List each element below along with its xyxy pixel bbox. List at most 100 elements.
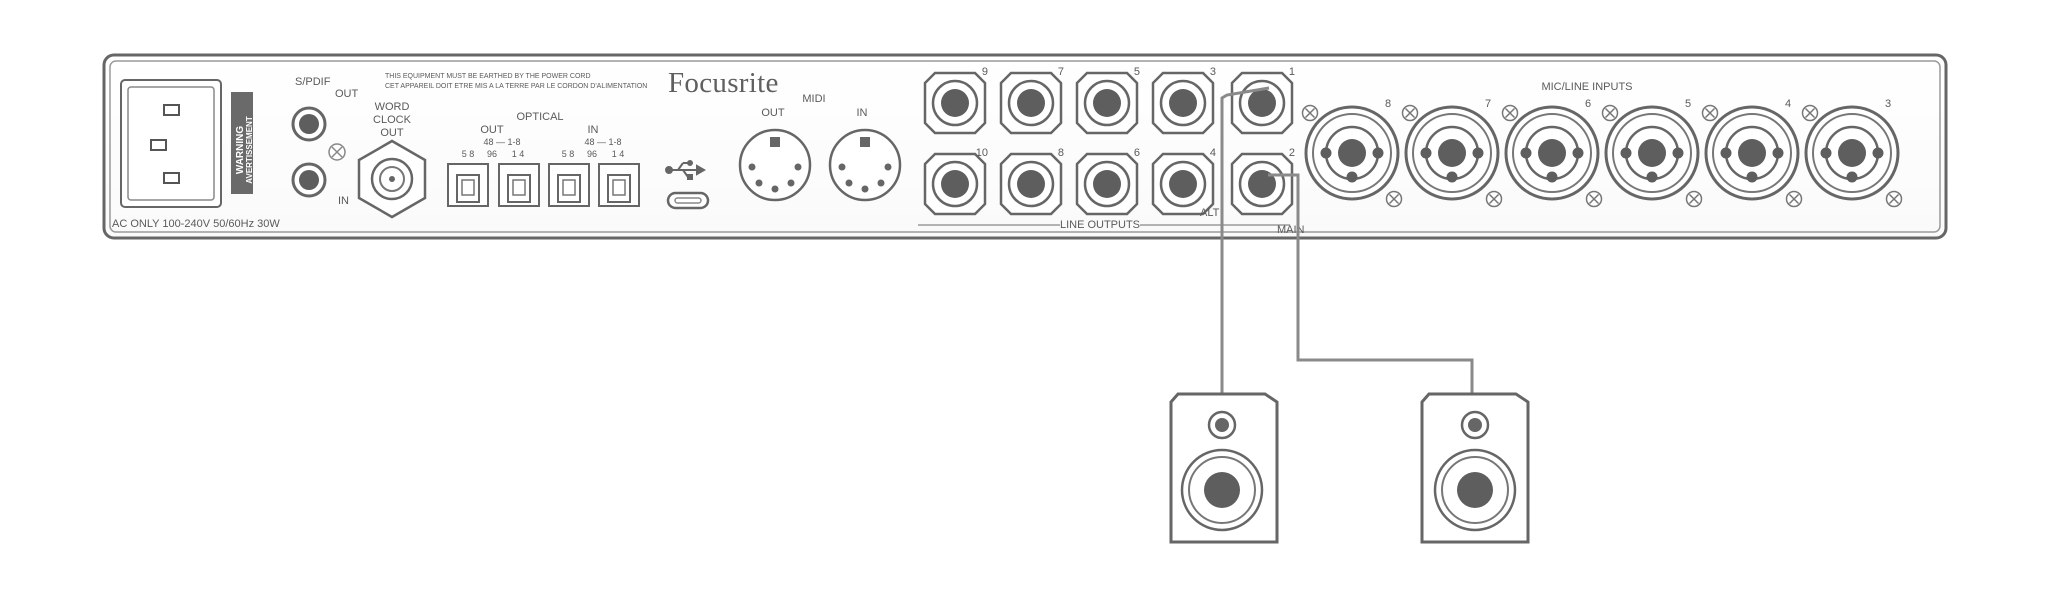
optical-in-port-b[interactable] (598, 163, 640, 207)
line-output-jack-6[interactable] (1075, 152, 1139, 216)
line-output-jack-1[interactable] (1230, 71, 1294, 135)
power-pin-earth (150, 139, 167, 151)
mic-input-number-6: 6 (1585, 98, 1591, 110)
mic-line-input-combo-jack-3[interactable] (1804, 105, 1900, 201)
mic-input-screw-icon (1485, 190, 1503, 208)
optical-port-4-rate: 5 8 (562, 149, 575, 159)
optical-out-label: OUT (480, 124, 504, 136)
usb-c-port[interactable] (666, 191, 710, 210)
mic-line-input-combo-jack-6[interactable] (1504, 105, 1600, 201)
line-output-number-3: 3 (1210, 66, 1216, 78)
optical-in-label: IN (588, 124, 599, 136)
optical-out-rate: 48 — 1-8 (483, 137, 520, 147)
line-outputs-label: LINE OUTPUTS (1060, 219, 1140, 231)
optical-port-5-rate: 96 (587, 149, 597, 159)
mic-line-input-combo-jack-7[interactable] (1404, 105, 1500, 201)
mic-input-screw-icon (1601, 104, 1619, 122)
main-label: MAIN (1277, 224, 1305, 236)
mic-input-number-8: 8 (1385, 98, 1391, 110)
line-output-number-7: 7 (1058, 66, 1064, 78)
midi-out-label: OUT (761, 107, 785, 119)
optical-port-6-rate: 1 4 (612, 149, 625, 159)
power-pin-top (163, 104, 180, 116)
chassis-screw-icon (328, 143, 346, 161)
line-output-number-6: 6 (1134, 147, 1140, 159)
mic-input-screw-icon (1801, 104, 1819, 122)
midi-out-din-port[interactable] (738, 128, 812, 202)
mic-input-number-4: 4 (1785, 98, 1791, 110)
cable-main-right (1268, 173, 1474, 395)
midi-in-din-port[interactable] (828, 128, 902, 202)
brand-logo-text: Focusrite (668, 67, 779, 99)
warning-strip: WARNING AVERTISSEMENT (231, 92, 254, 194)
line-output-jack-9[interactable] (923, 71, 987, 135)
warning-label: WARNING (235, 126, 246, 175)
usb-icon (665, 160, 707, 180)
mic-input-screw-icon (1301, 104, 1319, 122)
line-output-number-8: 8 (1058, 147, 1064, 159)
avertissement-label: AVERTISSEMENT (245, 116, 254, 184)
cable-main-left (1220, 86, 1270, 395)
mic-line-input-combo-jack-5[interactable] (1604, 105, 1700, 201)
line-output-number-4: 4 (1210, 147, 1216, 159)
word-clock-label-3: OUT (380, 127, 404, 139)
mic-input-number-3: 3 (1885, 98, 1891, 110)
line-output-number-2: 2 (1289, 147, 1295, 159)
line-output-jack-3[interactable] (1151, 71, 1215, 135)
optical-in-port-a[interactable] (548, 163, 590, 207)
line-output-jack-4[interactable] (1151, 152, 1215, 216)
spdif-in-label: IN (338, 195, 349, 207)
line-output-number-5: 5 (1134, 66, 1140, 78)
optical-out-port-b[interactable] (498, 163, 540, 207)
optical-in-rate: 48 — 1-8 (584, 137, 621, 147)
optical-port-1-rate: 5 8 (462, 149, 475, 159)
line-output-jack-7[interactable] (999, 71, 1063, 135)
mic-input-screw-icon (1585, 190, 1603, 208)
line-output-jack-8[interactable] (999, 152, 1063, 216)
monitor-speaker-right (1420, 392, 1530, 544)
speaker-cables (1220, 86, 1474, 395)
line-output-jack-5[interactable] (1075, 71, 1139, 135)
mic-input-screw-icon (1885, 190, 1903, 208)
monitor-speaker-left (1169, 392, 1279, 544)
alt-label: ALT (1200, 207, 1220, 219)
mic-line-inputs-group: 8 7 6 5 4 3 (1301, 98, 1903, 208)
spdif-in-jack[interactable] (291, 162, 327, 198)
mic-input-screw-icon (1401, 104, 1419, 122)
mic-line-input-combo-jack-8[interactable] (1304, 105, 1400, 201)
power-rating-label: AC ONLY 100-240V 50/60Hz 30W (112, 218, 280, 230)
midi-in-label: IN (857, 107, 868, 119)
power-inlet[interactable] (120, 79, 222, 208)
midi-label: MIDI (802, 93, 825, 105)
power-pin-bottom (163, 172, 180, 184)
optical-label: OPTICAL (516, 111, 563, 123)
optical-port-3-rate: 1 4 (512, 149, 525, 159)
line-output-number-10: 10 (976, 147, 988, 159)
word-clock-label-2: CLOCK (373, 114, 412, 126)
mic-line-input-combo-jack-4[interactable] (1704, 105, 1800, 201)
spdif-out-label: OUT (335, 88, 359, 100)
earth-notice-fr: CET APPAREIL DOIT ETRE MIS A LA TERRE PA… (385, 83, 647, 90)
mic-input-screw-icon (1685, 190, 1703, 208)
line-outputs-group: 9 7 5 3 1 10 8 6 4 2 (923, 66, 1295, 216)
line-output-number-1: 1 (1289, 66, 1295, 78)
mic-line-inputs-label: MIC/LINE INPUTS (1541, 81, 1632, 93)
word-clock-label-1: WORD (375, 101, 410, 113)
mic-input-screw-icon (1501, 104, 1519, 122)
spdif-out-jack[interactable] (291, 106, 327, 142)
mic-input-screw-icon (1701, 104, 1719, 122)
optical-port-2-rate: 96 (487, 149, 497, 159)
line-output-jack-10[interactable] (923, 152, 987, 216)
spdif-label: S/PDIF (295, 76, 331, 88)
mic-input-number-5: 5 (1685, 98, 1691, 110)
line-output-number-9: 9 (982, 66, 988, 78)
word-clock-bnc-connector[interactable] (357, 139, 427, 219)
mic-input-screw-icon (1385, 190, 1403, 208)
mic-input-screw-icon (1785, 190, 1803, 208)
earth-notice-en: THIS EQUIPMENT MUST BE EARTHED BY THE PO… (385, 73, 591, 80)
optical-out-port-a[interactable] (447, 163, 489, 207)
line-output-jack-2[interactable] (1230, 152, 1294, 216)
mic-input-number-7: 7 (1485, 98, 1491, 110)
